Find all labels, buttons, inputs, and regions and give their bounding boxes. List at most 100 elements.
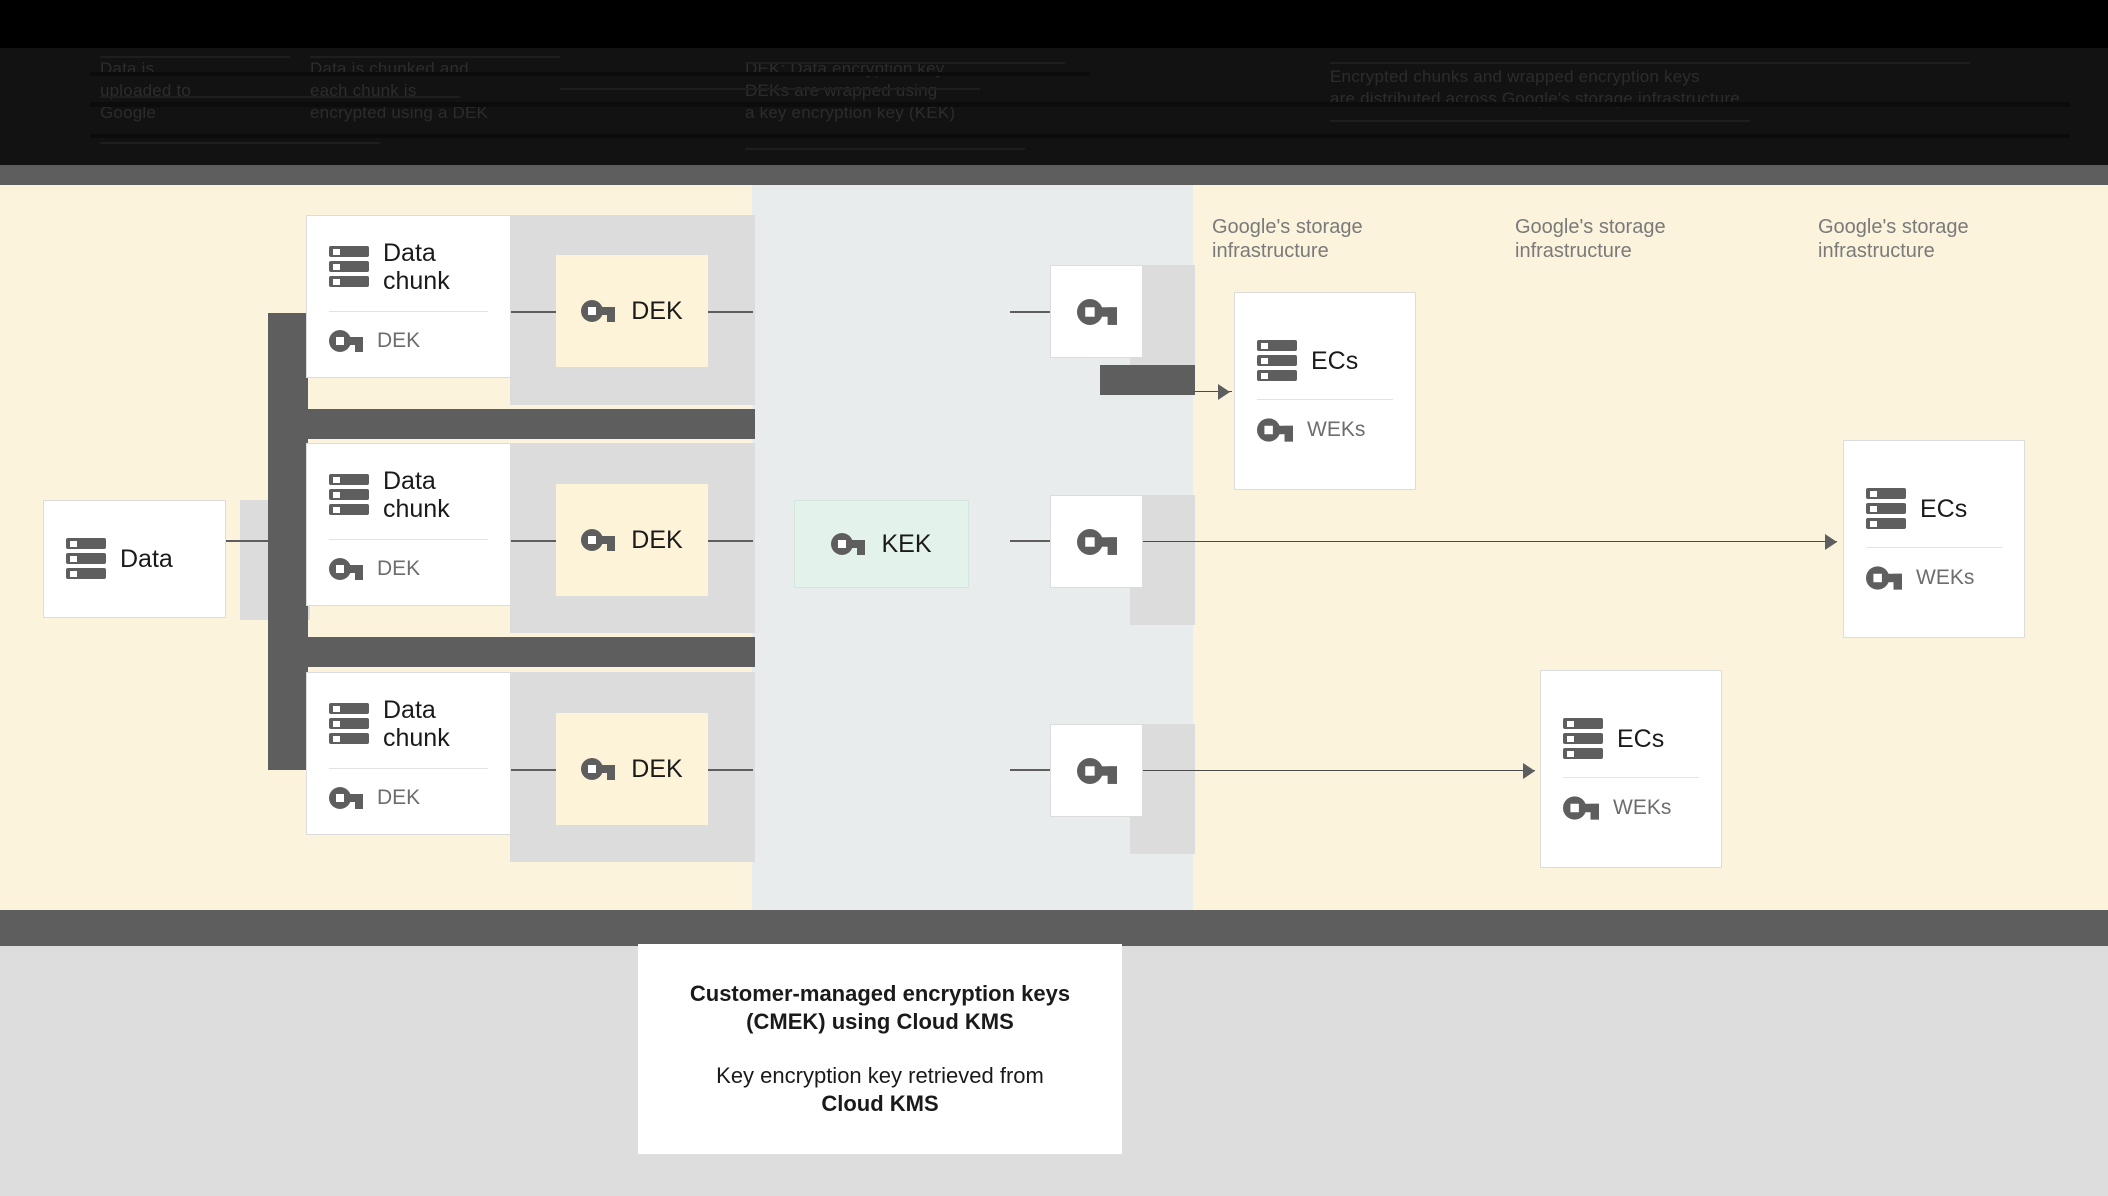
key-icon xyxy=(329,785,363,811)
server-icon xyxy=(329,702,369,746)
card-divider xyxy=(1257,398,1393,400)
infra-label-1: Google's storage infrastructure xyxy=(1212,216,1363,262)
wrapped-key-box[interactable] xyxy=(1050,265,1143,358)
caption-body-prefix: Key encryption key retrieved from xyxy=(716,1063,1044,1088)
dek-label: DEK xyxy=(631,754,683,783)
server-icon xyxy=(1563,717,1603,761)
fanout-bracket-arm-1 xyxy=(268,409,755,439)
header-strike xyxy=(90,72,1090,76)
server-icon xyxy=(329,245,369,289)
connector-dek2-out xyxy=(708,540,753,542)
connector-to-wek1 xyxy=(1010,311,1050,313)
card-divider xyxy=(1563,776,1699,778)
weks-label: WEKs xyxy=(1613,795,1672,819)
dek-chip[interactable]: DEK xyxy=(556,713,708,825)
header-strike xyxy=(90,134,2070,138)
key-icon xyxy=(1257,416,1293,444)
header-column-1: Data is uploaded to Google xyxy=(100,59,192,122)
data-source-card[interactable]: Data xyxy=(43,500,226,618)
header-column-3: DEK: Data encryption key DEKs are wrappe… xyxy=(745,59,956,122)
header-rule xyxy=(560,88,980,90)
key-icon xyxy=(1563,794,1599,822)
key-icon xyxy=(329,328,363,354)
key-icon xyxy=(329,556,363,582)
weks-label: WEKs xyxy=(1916,565,1975,589)
ecs-key-row: WEKs xyxy=(1844,564,2024,592)
arrow-head-1 xyxy=(1218,384,1230,400)
connector-dek1-out xyxy=(708,311,753,313)
server-icon xyxy=(329,473,369,517)
dek-chip[interactable]: DEK xyxy=(556,484,708,596)
arrow-head-3 xyxy=(1523,763,1535,779)
chunk-key-row: DEK xyxy=(307,785,510,811)
caption-body: Key encryption key retrieved from Cloud … xyxy=(716,1062,1044,1118)
ecs-header-row: ECs xyxy=(1235,339,1415,383)
header-rule xyxy=(745,148,1025,150)
dek-label: DEK xyxy=(631,525,683,554)
key-icon xyxy=(1866,564,1902,592)
dek-label: DEK xyxy=(631,296,683,325)
storage-ecs-card[interactable]: ECs WEKs xyxy=(1234,292,1416,490)
server-icon xyxy=(1866,487,1906,531)
header-rule xyxy=(1330,120,1750,122)
chunk-header-row: Data chunk xyxy=(307,696,510,752)
arrow-head-2 xyxy=(1825,534,1837,550)
weks-label: WEKs xyxy=(1307,417,1366,441)
data-chunk-card[interactable]: Data chunk DEK xyxy=(306,672,511,835)
caption-box: Customer-managed encryption keys (CMEK) … xyxy=(638,944,1122,1154)
header-rule xyxy=(100,96,460,98)
connector-chunk1-to-dek1 xyxy=(511,311,556,313)
header-column-2: Data is chunked and each chunk is encryp… xyxy=(310,59,489,122)
wrapped-key-box[interactable] xyxy=(1050,724,1143,817)
ecs-key-row: WEKs xyxy=(1541,794,1721,822)
connector-kek-to-wek2 xyxy=(1010,540,1050,542)
data-source-row: Data xyxy=(44,537,225,581)
chunk-key-label: DEK xyxy=(377,557,421,580)
key-icon xyxy=(831,531,866,557)
data-source-label: Data xyxy=(120,545,173,573)
header-rule xyxy=(100,56,290,58)
ecs-header-row: ECs xyxy=(1541,717,1721,761)
header-divider-bar xyxy=(0,165,2108,185)
key-icon xyxy=(1076,755,1117,787)
key-icon xyxy=(581,527,616,553)
chunk-key-label: DEK xyxy=(377,329,421,352)
header-rule xyxy=(1330,62,1970,64)
card-divider xyxy=(329,539,488,540)
chunk-key-row: DEK xyxy=(307,328,510,354)
chunk-title: Data chunk xyxy=(383,696,450,752)
storage-ecs-card[interactable]: ECs WEKs xyxy=(1540,670,1722,868)
key-icon xyxy=(1076,296,1117,328)
chunk-header-row: Data chunk xyxy=(307,239,510,295)
key-icon xyxy=(1076,526,1117,558)
ecs-title: ECs xyxy=(1311,346,1359,375)
fanout-bracket-arm-2 xyxy=(268,637,755,667)
connector-chunk2-to-dek2 xyxy=(511,540,556,542)
data-chunk-card[interactable]: Data chunk DEK xyxy=(306,215,511,378)
card-divider xyxy=(329,311,488,312)
header-strike xyxy=(90,102,2070,107)
caption-body-strong: Cloud KMS xyxy=(821,1091,939,1116)
kek-label: KEK xyxy=(881,529,932,558)
infra-label-3: Google's storage infrastructure xyxy=(1818,216,1969,262)
wrapped-key-box[interactable] xyxy=(1050,495,1143,588)
connector-chunk3-to-dek3 xyxy=(511,769,556,771)
kek-chip[interactable]: KEK xyxy=(794,500,969,588)
storage-ecs-card[interactable]: ECs WEKs xyxy=(1843,440,2025,638)
arrow-line-1 xyxy=(1195,391,1232,392)
key-icon xyxy=(581,298,616,324)
storage-connector-block xyxy=(1100,365,1195,395)
arrow-line-2 xyxy=(1143,541,1837,542)
connector-to-wek3 xyxy=(1010,769,1050,771)
ecs-header-row: ECs xyxy=(1844,487,2024,531)
dek-chip[interactable]: DEK xyxy=(556,255,708,367)
server-icon xyxy=(1257,339,1297,383)
key-icon xyxy=(581,756,616,782)
card-divider xyxy=(1866,546,2002,548)
data-chunk-card[interactable]: Data chunk DEK xyxy=(306,443,511,606)
chunk-title: Data chunk xyxy=(383,467,450,523)
ecs-title: ECs xyxy=(1920,494,1968,523)
connector-data-to-bracket xyxy=(226,540,274,542)
header-rule xyxy=(310,56,560,58)
